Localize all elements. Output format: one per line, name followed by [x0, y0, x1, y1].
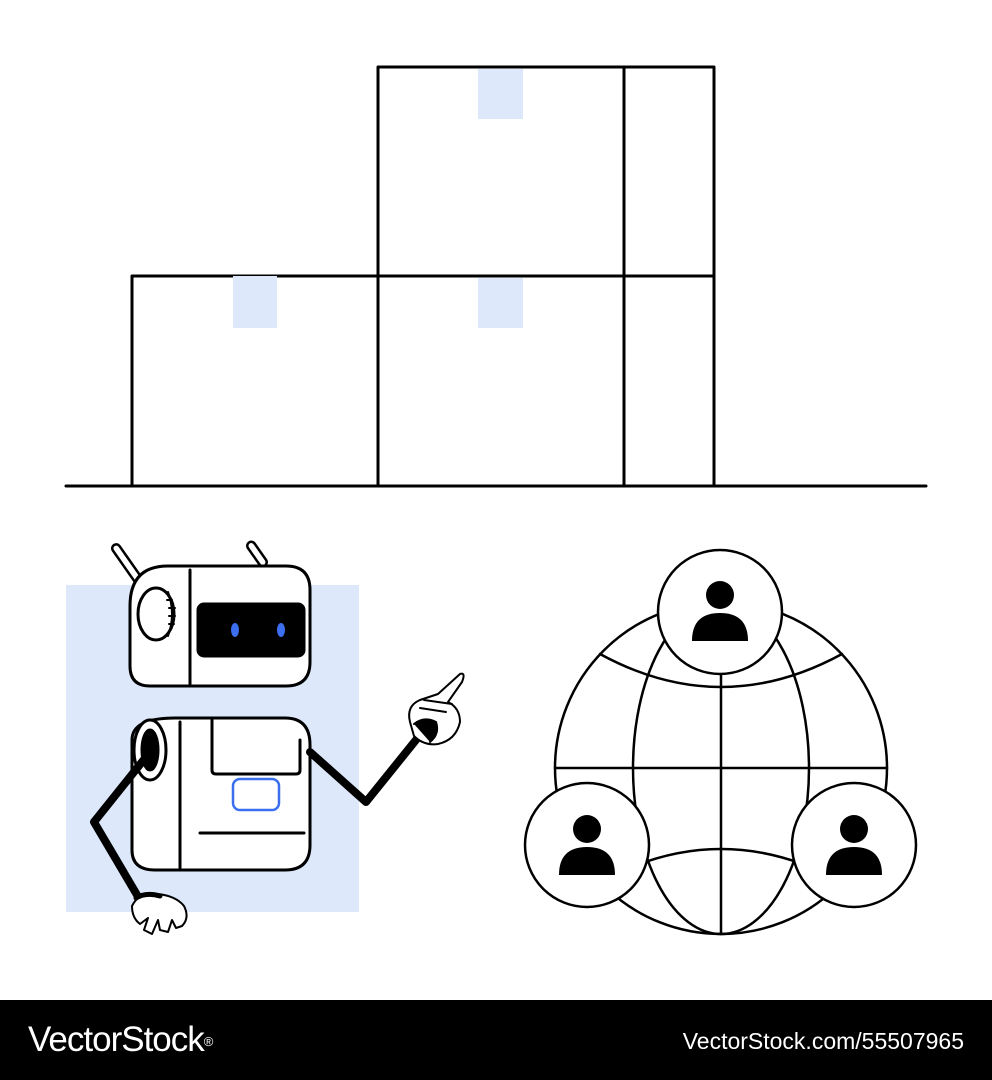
robot-head [128, 564, 312, 688]
user-node-left [523, 781, 651, 909]
watermark-brand-text: VectorStock [28, 1020, 205, 1059]
globe-network [523, 548, 918, 936]
user-node-right [790, 781, 918, 909]
registered-mark: ® [203, 1034, 214, 1049]
user-icon [692, 581, 748, 641]
robot-arm-right [306, 726, 428, 806]
robot-eye-left [231, 623, 239, 637]
robot-body [130, 716, 312, 872]
illustration-art [64, 65, 928, 936]
cardboard-box-icon [376, 65, 626, 278]
robot-arm-left [90, 748, 154, 904]
cardboard-box-icon [130, 274, 380, 488]
watermark-bar: VectorStock® VectorStock.com/55507965 [0, 1000, 992, 1080]
user-icon [559, 815, 615, 875]
box-side-panels [622, 65, 716, 488]
robot-icon [66, 540, 465, 935]
watermark-image-id: VectorStock.com/55507965 [682, 1028, 964, 1054]
user-node-top [656, 548, 784, 676]
robot-badge [231, 777, 281, 812]
robot-hand-left [131, 891, 188, 935]
box-stack [64, 65, 928, 488]
robot-eye-right [277, 623, 285, 637]
cardboard-box-icon [376, 274, 626, 488]
watermark-brand: VectorStock® [28, 1018, 213, 1062]
robot-visor [196, 602, 306, 658]
robot-hand-right [408, 672, 465, 746]
user-icon [826, 815, 882, 875]
